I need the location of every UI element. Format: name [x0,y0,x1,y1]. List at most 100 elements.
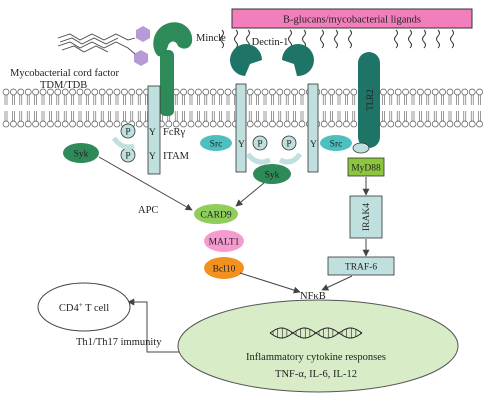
lipid-tail [448,95,452,105]
lipid-tail [382,111,385,121]
lipid-tail [426,95,430,105]
mincle-label: Mincle [196,33,226,44]
lipid-tail [330,95,333,105]
lipid-head [17,120,25,128]
ligand-squiggle [302,29,306,49]
lipid-tail [189,95,193,105]
lipid-head [180,120,187,128]
lipid-head [468,120,476,128]
lipid-head [298,120,306,128]
lipid-tail [271,111,274,121]
lipid-head [298,88,306,96]
lipid-tail [93,111,97,121]
lipid-tail [337,95,341,105]
lipid-tail [248,95,252,105]
lipid-head [172,88,180,96]
lipid-tail [441,95,444,105]
lipid-head [276,88,284,96]
svg-text:P: P [286,140,291,150]
lipid-tail [226,111,230,121]
lipid-tail [256,111,259,121]
lipid-tail [49,95,52,105]
nfkb-label: NFκB [300,291,326,302]
lipid-tail [433,95,437,105]
itam-label: ITAM [163,151,190,162]
cord-factor-molecule [57,33,136,55]
lipid-head [91,120,99,128]
lipid-head [10,120,17,128]
lipid-tail [130,111,134,121]
lipid-tail [278,111,282,121]
lipid-tail [285,111,289,121]
svg-text:P: P [257,140,262,150]
ligand-bar: B-glucans/mycobacterial ligands [231,8,473,29]
lipid-head [394,88,402,96]
lipid-tail [470,95,474,105]
svg-text:Src: Src [210,140,223,150]
hexagon-bottom [134,50,148,66]
cd4-text: CD4 [59,303,80,314]
lipid-tail [456,111,459,121]
lipid-tail [108,111,111,121]
ligand-squiggle [348,29,352,49]
lipid-tail [71,95,74,105]
lipid-head [380,120,387,128]
lipid-head [195,120,202,128]
lipid-head [187,88,195,96]
inflammatory-label: Inflammatory cytokine responses [246,352,386,363]
lipid-head [106,120,113,128]
lipid-tail [12,111,15,121]
svg-text:Src: Src [330,140,343,150]
lipid-tail [34,95,37,105]
lipid-tail [345,111,348,121]
lipid-tail [278,95,282,105]
lipid-tail [41,95,45,105]
response-ellipse [177,299,459,393]
lipid-head [454,120,461,128]
lipid-head [47,120,54,128]
lipid-head [128,88,136,96]
ligand-bar-label: B-glucans/mycobacterial ligands [283,15,421,26]
lipid-tail [396,95,400,105]
lipid-tail [26,111,30,121]
lipid-head [24,88,32,96]
lipid-tail [115,111,119,121]
lipid-tail [404,111,407,121]
arrow-syk-mid-to-card9 [235,182,265,207]
hexagon-top [136,26,150,42]
lipid-head [380,88,387,96]
lipid-tail [337,111,341,121]
lipid-tail [330,111,333,121]
lipid-head [209,88,217,96]
syk-middle: Syk [253,164,291,184]
lipid-head [328,88,335,96]
lipid-tail [382,95,385,105]
lipid-tail [352,95,356,105]
bcl10: Bcl10 [204,257,244,279]
lipid-tail [219,95,222,105]
lipid-tail [322,95,326,105]
apc-label: APC [138,205,158,216]
dectin1-label: Dectin-1 [252,37,289,48]
lipid-head [217,120,224,128]
lipid-head [202,120,210,128]
lipid-head [454,88,461,96]
itam-y-label: Y [149,152,156,162]
lipid-head [2,120,10,128]
dectin1-y-left: Y [238,140,245,150]
lipid-head [61,88,69,96]
lipid-head [417,120,424,128]
cd4-rest: T cell [83,303,110,314]
lipid-head [69,88,76,96]
arrow-syk-left-to-card9 [98,156,193,211]
ligand-squiggle [450,29,454,49]
lipid-tail [130,95,134,105]
lipid-tail [470,111,474,121]
lipid-head [121,88,128,96]
lipid-tail [174,111,178,121]
lipid-head [269,88,276,96]
svg-text:Syk: Syk [265,171,280,181]
lipid-tail [285,95,289,105]
lipid-tail [448,111,452,121]
